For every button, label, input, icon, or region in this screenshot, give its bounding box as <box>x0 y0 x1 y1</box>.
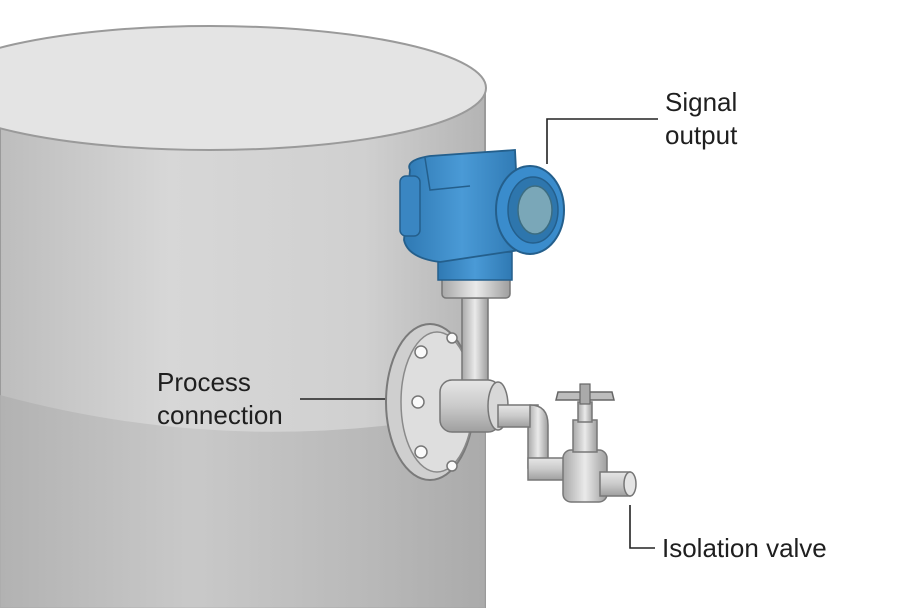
leader-lines <box>300 118 658 549</box>
signal-output-leader <box>546 118 658 164</box>
tank <box>0 25 487 608</box>
manifold-body <box>439 379 571 481</box>
flange-icon <box>385 323 475 481</box>
process-connection-label: Process connection <box>157 367 283 430</box>
isolation-valve-leader <box>629 505 655 549</box>
impulse-tube <box>441 275 511 391</box>
isolation-valve-label: Isolation valve <box>662 533 827 563</box>
isolation-valve-icon <box>555 383 637 503</box>
signal-output-label: Signal output <box>665 87 738 150</box>
pressure-transmitter-icon <box>399 149 565 281</box>
